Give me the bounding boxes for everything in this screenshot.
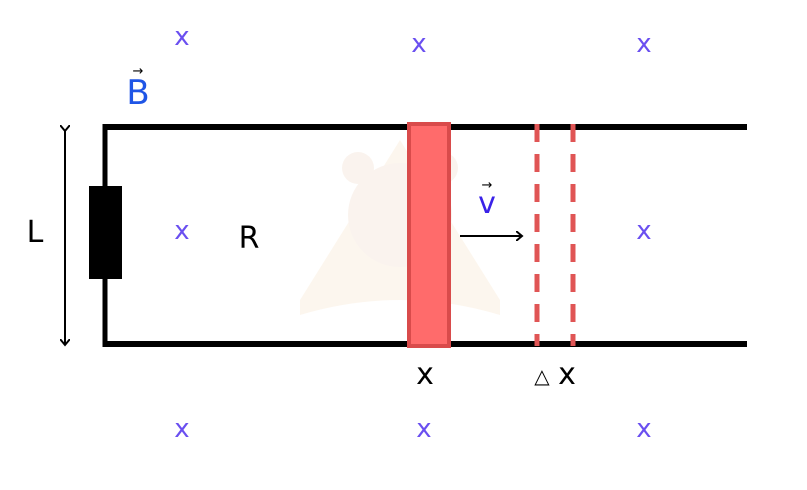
vector-arrow-symbol: → [482, 178, 493, 193]
delta-symbol: △ [534, 364, 550, 388]
moving-rod [407, 122, 451, 348]
resistor [89, 186, 122, 279]
field-mark: x [636, 29, 651, 59]
field-mark: x [411, 29, 426, 59]
length-label: L [27, 215, 44, 250]
field-mark: x [416, 414, 431, 444]
velocity-label: v [478, 186, 496, 221]
resistance-label: R [239, 221, 260, 256]
delta-x-label: x [558, 357, 576, 392]
field-mark: x [636, 216, 651, 246]
watermark-logo [300, 140, 500, 315]
field-mark: x [174, 22, 189, 52]
field-mark: x [174, 414, 189, 444]
field-mark: x [636, 414, 651, 444]
field-mark: x [174, 216, 189, 246]
position-label: x [416, 357, 434, 392]
displaced-rod-outline [534, 124, 576, 346]
vector-arrow-symbol: → [133, 64, 144, 79]
magnetic-field-label: B [126, 73, 149, 113]
